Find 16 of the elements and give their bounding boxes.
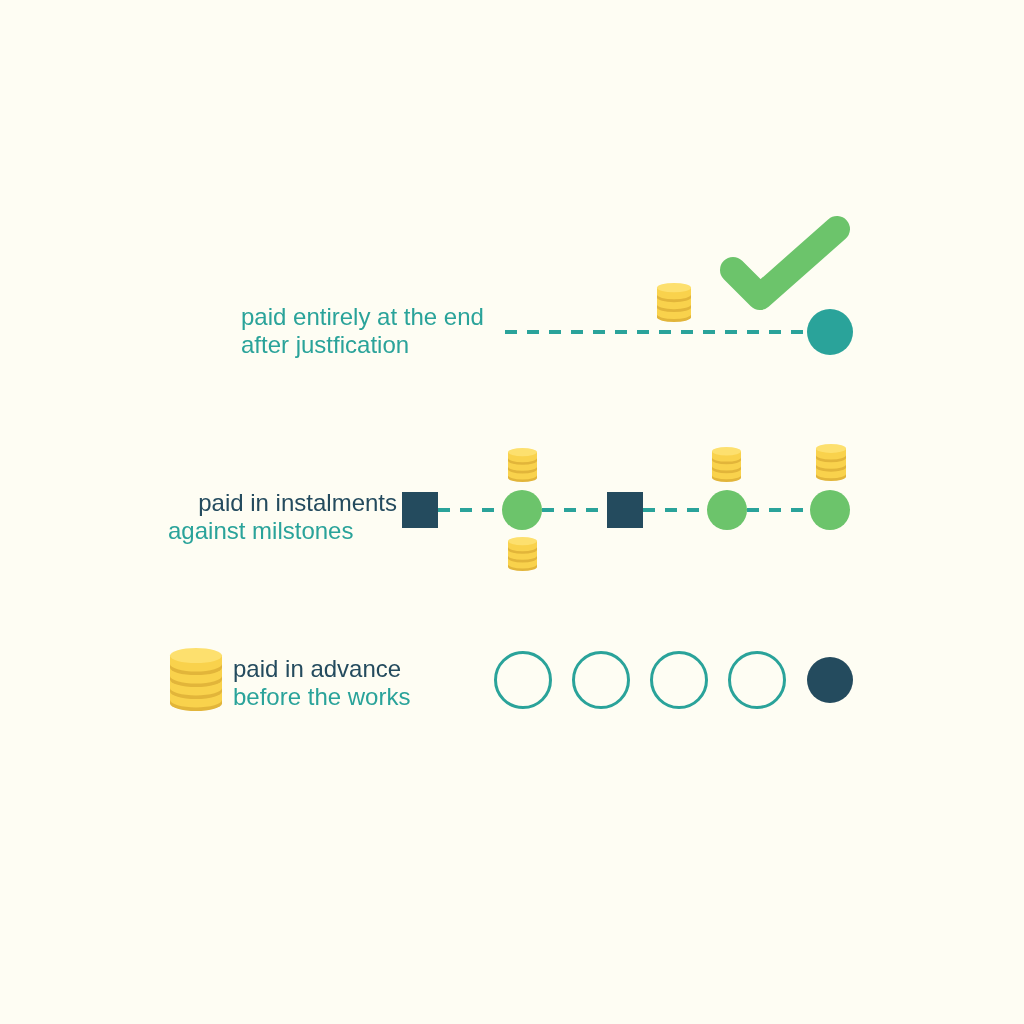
payment-marker: [707, 490, 747, 530]
end-marker: [807, 309, 853, 355]
stage-ring: [728, 651, 786, 709]
payment-marker: [502, 490, 542, 530]
stage-ring: [650, 651, 708, 709]
stage-ring: [572, 651, 630, 709]
payment-marker: [810, 490, 850, 530]
payment-label: paid in advance: [233, 655, 402, 683]
payment-note: against milstones: [168, 517, 354, 545]
stage-ring: [494, 651, 552, 709]
milestone-marker: [607, 492, 643, 528]
payment-marker: [807, 657, 853, 703]
payment-note: before the works: [233, 683, 411, 711]
payment-label: paid in instalments: [198, 489, 397, 517]
payment-label: paid entirely at the end after justfication: [241, 303, 505, 359]
milestone-marker: [402, 492, 438, 528]
